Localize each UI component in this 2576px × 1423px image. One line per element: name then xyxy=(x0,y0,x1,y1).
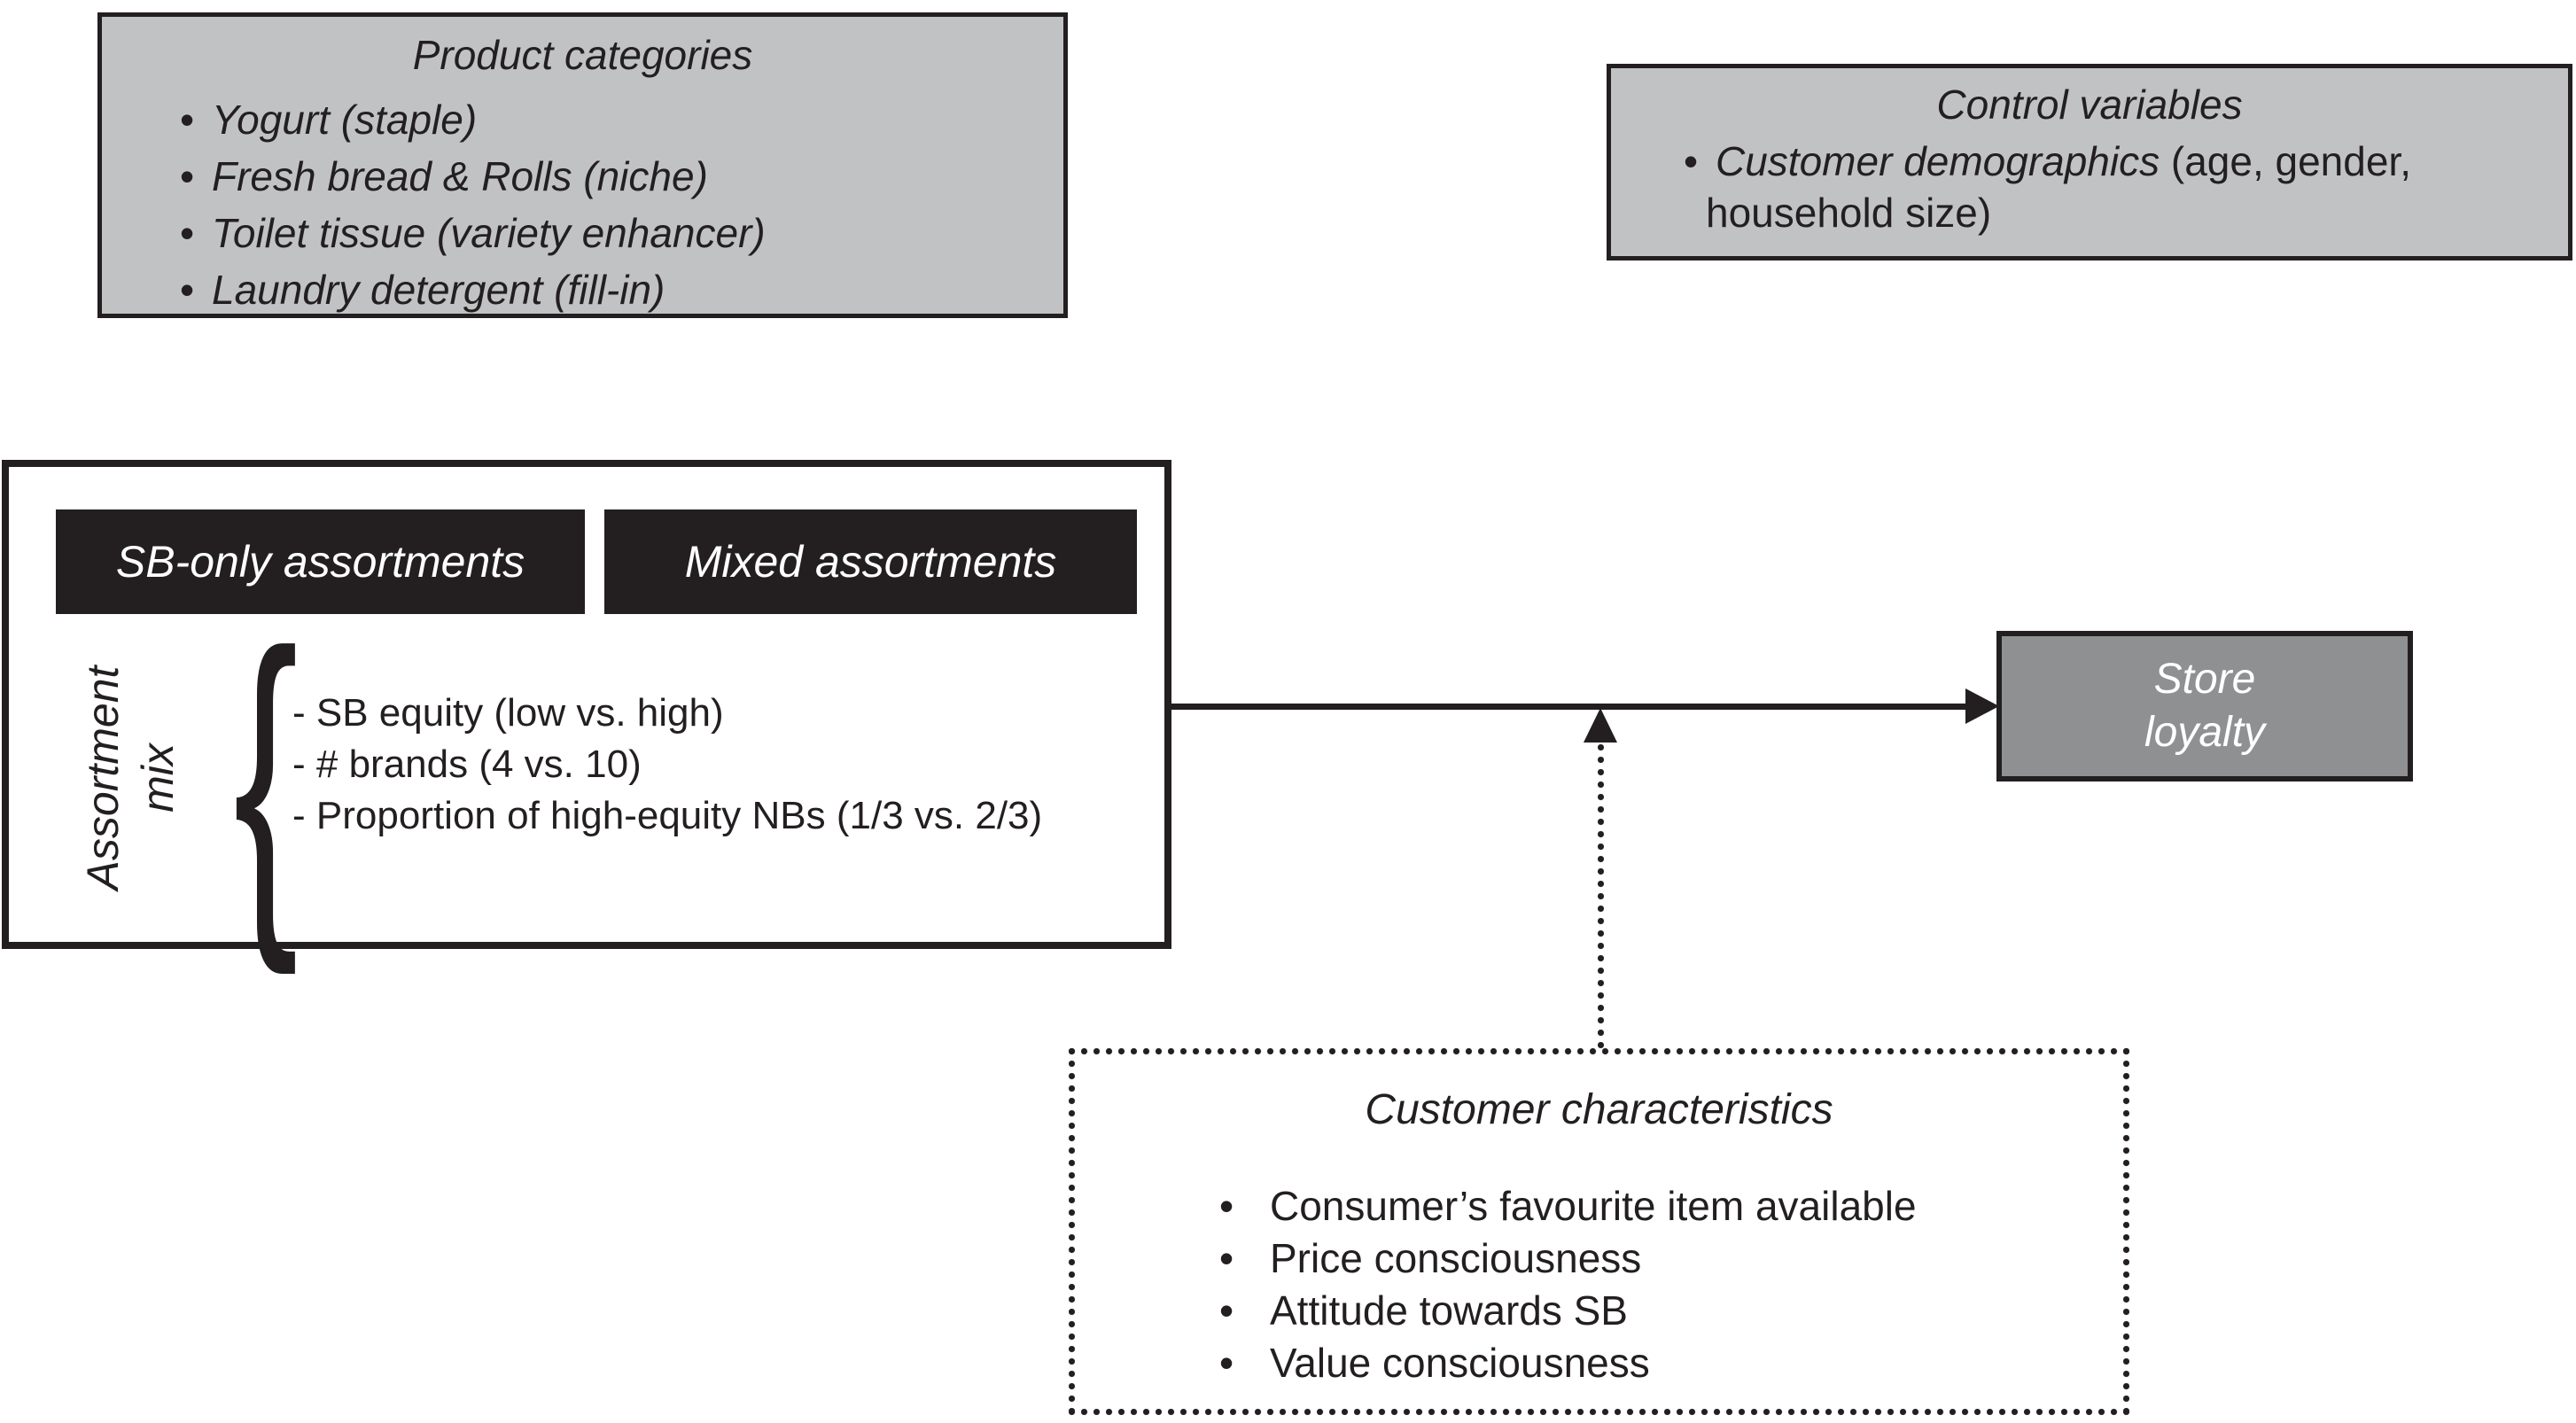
causal-arrow-line xyxy=(1171,704,1965,710)
list-item: • Attitude towards SB xyxy=(1219,1285,1917,1337)
bullet-icon: • xyxy=(1219,1340,1234,1386)
product-categories-box: Product categories • Yogurt (staple) • Fre… xyxy=(97,12,1068,318)
store-loyalty-box: Store loyalty xyxy=(1996,631,2413,781)
customer-box-border-right xyxy=(2123,1048,2129,1415)
list-item: • Value consciousness xyxy=(1219,1337,1917,1389)
product-categories-title: Product categories xyxy=(412,32,753,78)
customer-box-border-left xyxy=(1069,1048,1075,1415)
assortment-mix-label-line1: Assortment xyxy=(78,665,128,890)
store-loyalty-line1: Store xyxy=(2153,656,2256,703)
list-item: • Toilet tissue (variety enhancer) xyxy=(180,205,1063,261)
customer-characteristics-title: Customer characteristics xyxy=(1365,1086,1833,1133)
list-item-label: Consumer’s favourite item available xyxy=(1270,1183,1917,1229)
bullet-icon: • xyxy=(1684,138,1699,184)
control-variables-item-line2: household size) xyxy=(1706,190,1992,236)
control-variables-item-detail: (age, gender, xyxy=(2160,138,2411,184)
list-item-label: Laundry detergent (fill-in) xyxy=(212,267,665,313)
control-variables-item: • Customer demographics (age, gender, xyxy=(1684,136,2568,187)
product-categories-list: • Yogurt (staple) • Fresh bread & Rolls (n… xyxy=(102,91,1063,318)
list-item: • Price consciousness xyxy=(1219,1232,1917,1285)
list-item-label: Value consciousness xyxy=(1270,1340,1650,1386)
assortment-mix-label-line2: mix xyxy=(133,743,183,813)
mixed-assortments-header: Mixed assortments xyxy=(604,509,1137,614)
list-item-label: Price consciousness xyxy=(1270,1235,1642,1281)
control-variables-box: Control variables • Customer demographics… xyxy=(1607,64,2572,260)
customer-box-border-bottom xyxy=(1069,1409,2129,1415)
moderator-dotted-arrow-line xyxy=(1598,744,1604,1048)
bullet-icon: • xyxy=(1219,1235,1234,1281)
moderator-arrowhead-icon xyxy=(1584,708,1617,743)
sb-only-assortments-header: SB-only assortments xyxy=(56,509,585,614)
curly-brace-glyph: { xyxy=(233,579,299,976)
bullet-icon: • xyxy=(180,210,195,256)
factor-item: - SB equity (low vs. high) xyxy=(292,691,724,735)
list-item-label: Yogurt (staple) xyxy=(212,97,478,143)
customer-box-border-top xyxy=(1069,1048,2129,1054)
bullet-icon: • xyxy=(1219,1287,1234,1334)
bullet-icon: • xyxy=(1219,1183,1234,1229)
list-item-label: Attitude towards SB xyxy=(1270,1287,1628,1334)
factor-item: - Proportion of high-equity NBs (1/3 vs.… xyxy=(292,794,1043,837)
causal-arrowhead-icon xyxy=(1965,688,1999,724)
list-item-label: Fresh bread & Rolls (niche) xyxy=(212,153,708,199)
list-item-label: Toilet tissue (variety enhancer) xyxy=(212,210,766,256)
store-loyalty-line2: loyalty xyxy=(2144,709,2266,756)
customer-characteristics-list: • Consumer’s favourite item available • Pr… xyxy=(1219,1180,1917,1389)
list-item: • Consumer’s favourite item available xyxy=(1219,1180,1917,1232)
control-variables-item-emphasis: Customer demographics xyxy=(1716,138,2160,184)
control-variables-title: Control variables xyxy=(1936,82,2243,128)
assortment-factor-list: - SB equity (low vs. high) - # brands (4… xyxy=(292,688,1042,842)
bullet-icon: • xyxy=(180,153,195,199)
list-item: • Laundry detergent (fill-in) xyxy=(180,261,1063,318)
assortment-mix-rotated-label: Assortment mix xyxy=(75,592,191,964)
bullet-icon: • xyxy=(180,97,195,143)
list-item: • Fresh bread & Rolls (niche) xyxy=(180,148,1063,205)
list-item: • Yogurt (staple) xyxy=(180,91,1063,148)
factor-item: - # brands (4 vs. 10) xyxy=(292,743,642,786)
bullet-icon: • xyxy=(180,267,195,313)
